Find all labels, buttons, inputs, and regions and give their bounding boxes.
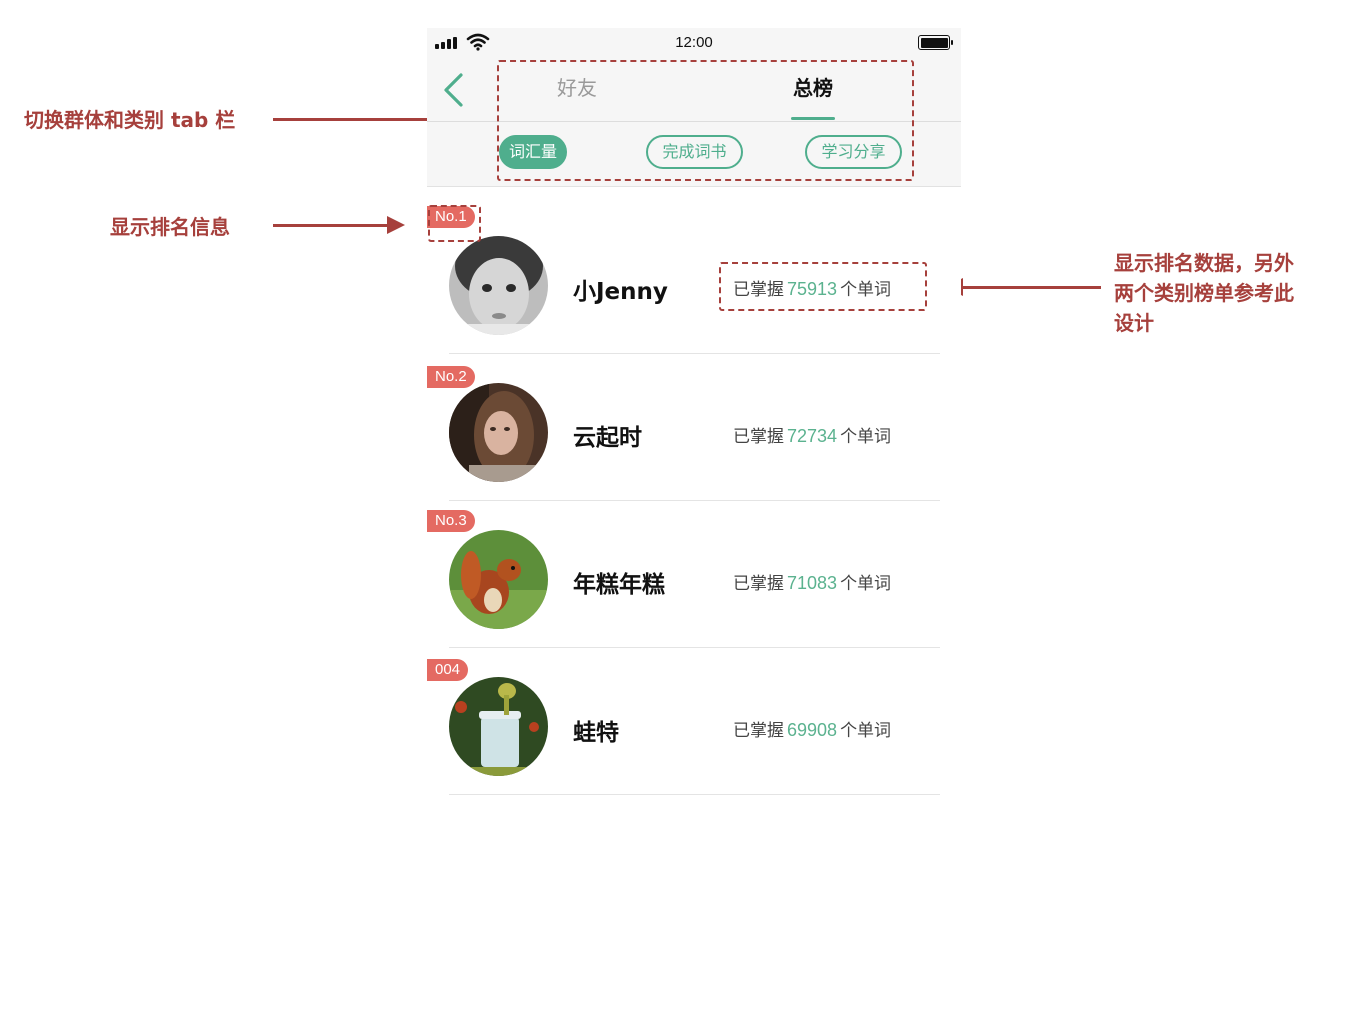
user-name: 年糕年糕 [573, 572, 665, 598]
category-learning-share-button[interactable]: 学习分享 [805, 135, 902, 169]
rank-badge: No.1 [427, 206, 475, 228]
back-arrow-icon[interactable] [441, 72, 467, 108]
annotation-rank-info: 显示排名信息 [110, 215, 230, 239]
avatar [449, 677, 548, 776]
stat-suffix: 个单词 [840, 280, 892, 300]
annotation-box-tabs [497, 60, 914, 181]
stat-count: 72734 [787, 426, 838, 446]
tab-total[interactable]: 总榜 [793, 76, 833, 100]
row-divider [449, 647, 940, 648]
header: 12:00 好友 总榜 词汇量 完成词书 学习分享 [427, 28, 961, 187]
rank-badge: No.3 [427, 510, 475, 532]
stat-suffix: 个单词 [840, 721, 892, 741]
annotation-arrow-rank [273, 216, 405, 234]
category-finished-books-button[interactable]: 完成词书 [646, 135, 743, 169]
cellular-signal-icon [435, 37, 461, 49]
annotation-box-data [719, 262, 927, 311]
annotation-data-line3: 设计 [1114, 311, 1154, 335]
annotation-arrow-data [945, 278, 1101, 296]
avatar [449, 236, 548, 335]
tab-friends[interactable]: 好友 [557, 76, 597, 100]
status-bar: 12:00 [427, 28, 961, 58]
tab-active-indicator [791, 117, 835, 120]
user-name: 小Jenny [573, 279, 668, 305]
header-divider [427, 121, 961, 122]
avatar [449, 530, 548, 629]
stat-suffix: 个单词 [840, 574, 892, 594]
annotation-data-line2: 两个类别榜单参考此 [1114, 281, 1294, 305]
annotation-tab-bar: 切换群体和类别 tab 栏 [24, 108, 236, 132]
stat-prefix: 已掌握 [733, 574, 784, 594]
battery-icon [918, 35, 953, 50]
row-divider [449, 500, 940, 501]
stat-prefix: 已掌握 [733, 280, 784, 300]
stat-prefix: 已掌握 [733, 721, 784, 741]
annotation-box-rank [428, 205, 481, 242]
row-divider [449, 353, 940, 354]
stat-count: 75913 [787, 279, 838, 299]
wifi-icon [466, 33, 490, 51]
phone-screen: 12:00 好友 总榜 词汇量 完成词书 学习分享 No.1 小Jenny 已掌… [427, 28, 961, 808]
stat-suffix: 个单词 [840, 427, 892, 447]
row-divider [449, 794, 940, 795]
rank-badge: 004 [427, 659, 469, 681]
stat-prefix: 已掌握 [733, 427, 784, 447]
stat-count: 69908 [787, 720, 838, 740]
status-time: 12:00 [675, 34, 713, 51]
annotation-data-line1: 显示排名数据，另外 [1114, 251, 1294, 275]
user-name: 云起时 [573, 425, 642, 451]
rank-badge: No.2 [427, 366, 475, 388]
stat-count: 71083 [787, 573, 838, 593]
user-name: 蛙特 [573, 720, 619, 746]
category-vocabulary-button[interactable]: 词汇量 [499, 135, 567, 169]
avatar [449, 383, 548, 482]
